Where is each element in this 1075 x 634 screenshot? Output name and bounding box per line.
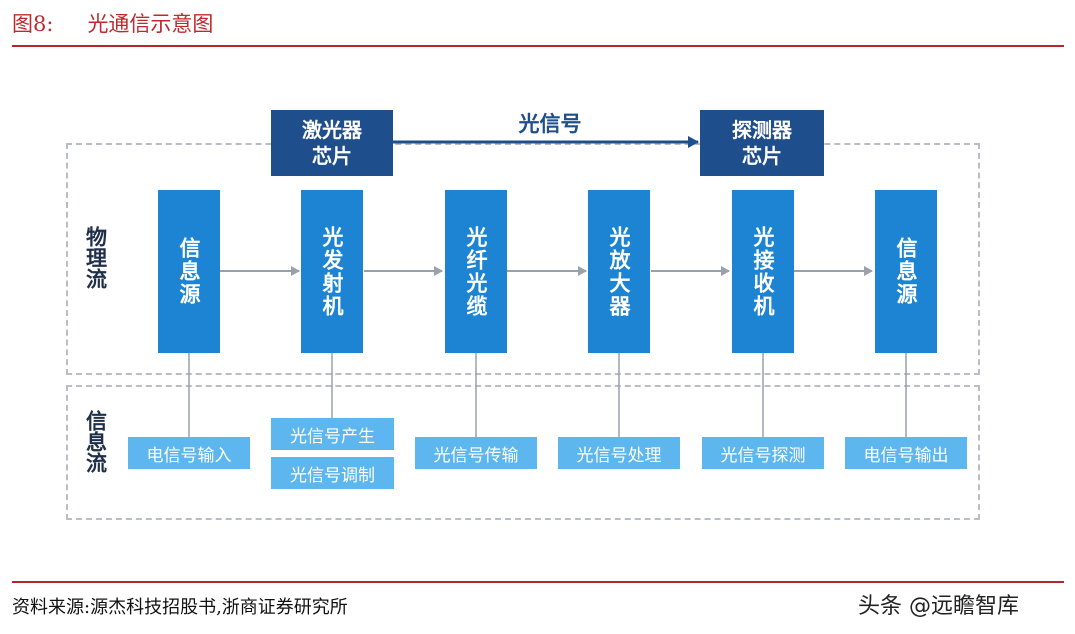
stage-optical-amplifier: 光放大器 — [588, 190, 650, 353]
optical-signal-label: 光信号 — [518, 112, 582, 136]
stage-label: 光放大器 — [607, 225, 631, 318]
info-flow-text: 信息流 — [83, 410, 108, 473]
tag-optical-modulate: 光信号调制 — [271, 457, 394, 489]
stage-info-source-1: 信息源 — [158, 190, 220, 353]
stage-optical-receiver: 光接收机 — [732, 190, 794, 353]
tag-optical-detect: 光信号探测 — [702, 437, 824, 469]
physical-flow-text: 物理流 — [83, 226, 108, 289]
bottom-divider — [12, 581, 1064, 583]
stage-label: 光发射机 — [320, 225, 344, 318]
stage-info-source-2: 信息源 — [875, 190, 937, 353]
tag-electrical-input: 电信号输入 — [128, 437, 250, 469]
stage-label: 光接收机 — [751, 225, 775, 318]
tag-optical-generate: 光信号产生 — [271, 418, 394, 450]
source-note: 资料来源:源杰科技招股书,浙商证券研究所 — [12, 597, 348, 618]
physical-flow-label: 物理流 — [80, 226, 110, 297]
info-flow-label: 信息流 — [80, 410, 110, 481]
info-flow-box — [66, 385, 980, 520]
stage-label: 信息源 — [894, 237, 918, 306]
detector-chip: 探测器 芯片 — [700, 110, 824, 176]
figure-caption: 光通信示意图 — [87, 12, 214, 36]
stage-label: 信息源 — [177, 237, 201, 306]
tag-optical-process: 光信号处理 — [558, 437, 680, 469]
stage-optical-fiber: 光纤光缆 — [445, 190, 507, 353]
tag-electrical-output: 电信号输出 — [845, 437, 967, 469]
top-divider — [12, 45, 1064, 47]
detector-chip-label: 探测器 芯片 — [732, 118, 792, 168]
physical-flow-box — [66, 143, 980, 375]
tag-optical-transmit: 光信号传输 — [415, 437, 537, 469]
figure-title: 图8: 光通信示意图 — [12, 8, 213, 38]
laser-chip: 激光器 芯片 — [271, 110, 393, 176]
stage-label: 光纤光缆 — [464, 225, 488, 318]
figure-number: 图8: — [12, 12, 54, 36]
laser-chip-label: 激光器 芯片 — [302, 118, 362, 168]
stage-optical-transmitter: 光发射机 — [301, 190, 363, 353]
watermark: 头条 @远瞻智库 — [858, 594, 1019, 619]
